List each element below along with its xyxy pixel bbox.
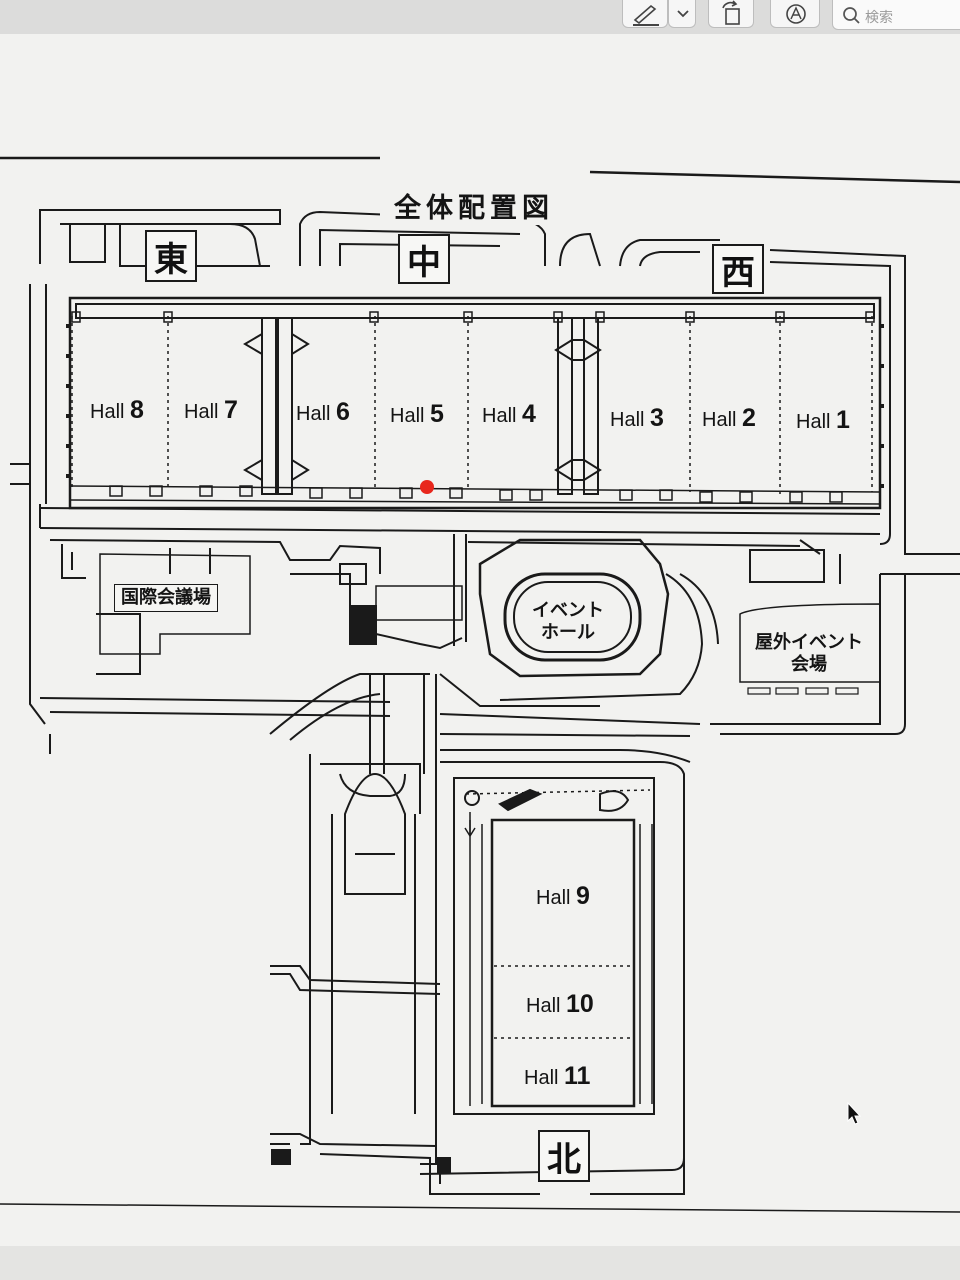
pen-options-button[interactable] bbox=[668, 0, 696, 28]
markup-button[interactable] bbox=[770, 0, 820, 28]
document-page: 全体配置図 東 中 西 北 Hall 8 Hall 7 Hall 6 Hall … bbox=[0, 34, 960, 1280]
search-field[interactable]: 検索 bbox=[832, 0, 960, 30]
viewer-toolbar: 検索 bbox=[0, 0, 960, 35]
markup-icon bbox=[786, 4, 806, 24]
rotate-button[interactable] bbox=[708, 0, 754, 28]
hall-8-label: Hall 8 bbox=[90, 396, 144, 424]
current-location-marker bbox=[420, 480, 434, 494]
map-title: 全体配置図 bbox=[380, 186, 568, 225]
zone-label-east: 東 bbox=[145, 230, 197, 282]
mouse-cursor-icon bbox=[847, 1102, 862, 1125]
zone-label-center: 中 bbox=[398, 234, 450, 284]
hall-1-label: Hall 1 bbox=[796, 406, 850, 434]
hall-3-label: Hall 3 bbox=[610, 404, 664, 432]
search-icon bbox=[843, 7, 860, 24]
pen-icon bbox=[633, 4, 659, 26]
hall-10-label: Hall 10 bbox=[526, 990, 594, 1018]
outdoor-event-area-label: 屋外イベント 会場 bbox=[748, 632, 870, 676]
event-hall-label-line2: ホール bbox=[541, 622, 595, 643]
search-placeholder: 検索 bbox=[865, 10, 893, 26]
zone-label-west: 西 bbox=[712, 244, 764, 294]
rotate-icon bbox=[722, 0, 740, 25]
outdoor-event-area-label-line2: 会場 bbox=[791, 654, 827, 675]
screen-bottom-edge bbox=[0, 1246, 960, 1280]
hall-7-label: Hall 7 bbox=[184, 396, 238, 424]
hall-11-label: Hall 11 bbox=[524, 1062, 591, 1090]
chevron-down-icon bbox=[677, 10, 689, 18]
pen-button[interactable] bbox=[622, 0, 668, 28]
conference-center-label: 国際会議場 bbox=[114, 584, 218, 612]
event-hall-label: イベント ホール bbox=[532, 600, 604, 644]
floor-plan-drawing bbox=[0, 156, 960, 1213]
hall-5-label: Hall 5 bbox=[390, 400, 444, 428]
zone-label-north: 北 bbox=[538, 1130, 590, 1182]
hall-2-label: Hall 2 bbox=[702, 404, 756, 432]
hall-4-label: Hall 4 bbox=[482, 400, 536, 428]
event-hall-label-line1: イベント bbox=[532, 600, 604, 621]
hall-9-label: Hall 9 bbox=[536, 882, 590, 910]
outdoor-event-area-label-line1: 屋外イベント bbox=[755, 632, 863, 653]
hall-6-label: Hall 6 bbox=[296, 398, 350, 426]
